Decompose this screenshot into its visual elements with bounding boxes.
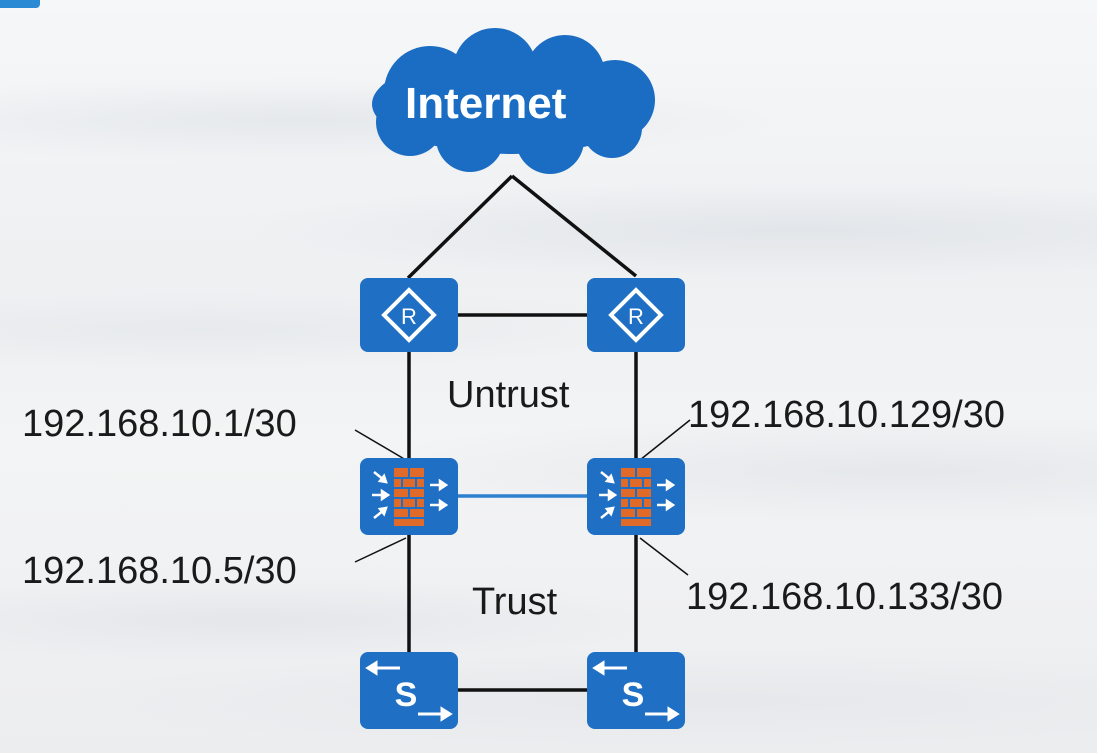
callout-fw2-up [639,419,691,461]
internet-label: Internet [405,79,567,128]
router-1: R [360,278,458,352]
links [406,174,638,692]
router-1-symbol: R [401,304,417,329]
link-cloud-router1 [406,174,514,280]
switch-1: S [360,652,458,729]
fw1-untrust-ip-label: 192.168.10.1/30 [22,403,297,445]
fw2-untrust-ip-label: 192.168.10.129/30 [688,394,1005,436]
callout-fw1-up [354,429,407,461]
switch-2: S [587,652,685,729]
firewall-icon [599,468,676,526]
fw2-trust-ip-label: 192.168.10.133/30 [686,576,1003,618]
link-cloud-router2 [510,174,638,278]
untrust-zone-label: Untrust [447,374,570,416]
firewall-1 [360,458,458,535]
switch-icon: S [365,660,453,722]
trust-zone-label: Trust [472,581,558,623]
switch-1-symbol: S [395,676,418,714]
switch-icon: S [592,660,680,722]
router-2: R [587,278,685,352]
callout-lines [354,419,691,576]
router-icon: R [381,287,437,343]
callout-fw2-down [639,537,689,576]
router-2-symbol: R [628,304,644,329]
firewall-icon [372,468,449,526]
callout-fw1-down [354,537,407,563]
firewall-2 [587,458,685,535]
router-icon: R [608,287,664,343]
switch-2-symbol: S [622,676,645,714]
corner-accent [0,0,40,8]
fw1-trust-ip-label: 192.168.10.5/30 [22,550,297,592]
internet-cloud-icon [372,28,655,174]
